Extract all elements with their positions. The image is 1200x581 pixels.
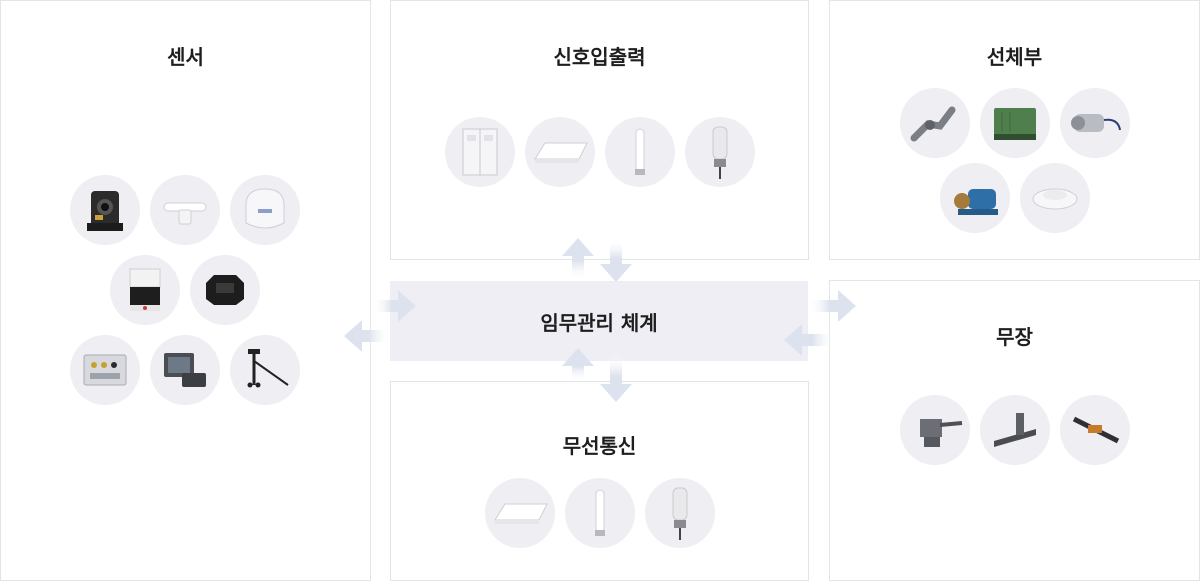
- hull-panel-title: 선체부: [986, 45, 1043, 69]
- wireless-panel-title: 무선통신: [562, 434, 637, 458]
- motor-icon: [1060, 88, 1130, 158]
- pump-icon: [940, 163, 1010, 233]
- sensor-panel-title: 센서: [167, 45, 204, 69]
- generator-icon: [980, 88, 1050, 158]
- gun-turret-icon: [900, 395, 970, 465]
- camera-gimbal-icon: [70, 175, 140, 245]
- radar-antenna-icon: [150, 175, 220, 245]
- whip-antenna-icon: [605, 117, 675, 187]
- mast-antenna-icon: [645, 478, 715, 548]
- rotary-lidar-icon: [190, 255, 260, 325]
- radome-icon: [230, 175, 300, 245]
- sensor-panel: 센서: [0, 0, 371, 581]
- steering-gear-icon: [900, 88, 970, 158]
- lidar-icon: [110, 255, 180, 325]
- router-icon: [525, 117, 595, 187]
- mission-management-box: 임무관리 체계: [390, 281, 808, 361]
- machine-gun-icon: [1060, 395, 1130, 465]
- cabinet-icon: [445, 117, 515, 187]
- signal-io-panel-title: 신호입출력: [553, 45, 646, 69]
- mast-antenna-icon: [685, 117, 755, 187]
- mission-management-title: 임무관리 체계: [540, 310, 658, 335]
- smoke-detector-icon: [1020, 163, 1090, 233]
- whip-antenna-icon: [565, 478, 635, 548]
- launcher-icon: [980, 395, 1050, 465]
- display-unit-icon: [150, 335, 220, 405]
- io-module-icon: [70, 335, 140, 405]
- router-icon: [485, 478, 555, 548]
- weapon-panel-title: 무장: [996, 325, 1033, 349]
- anemometer-icon: [230, 335, 300, 405]
